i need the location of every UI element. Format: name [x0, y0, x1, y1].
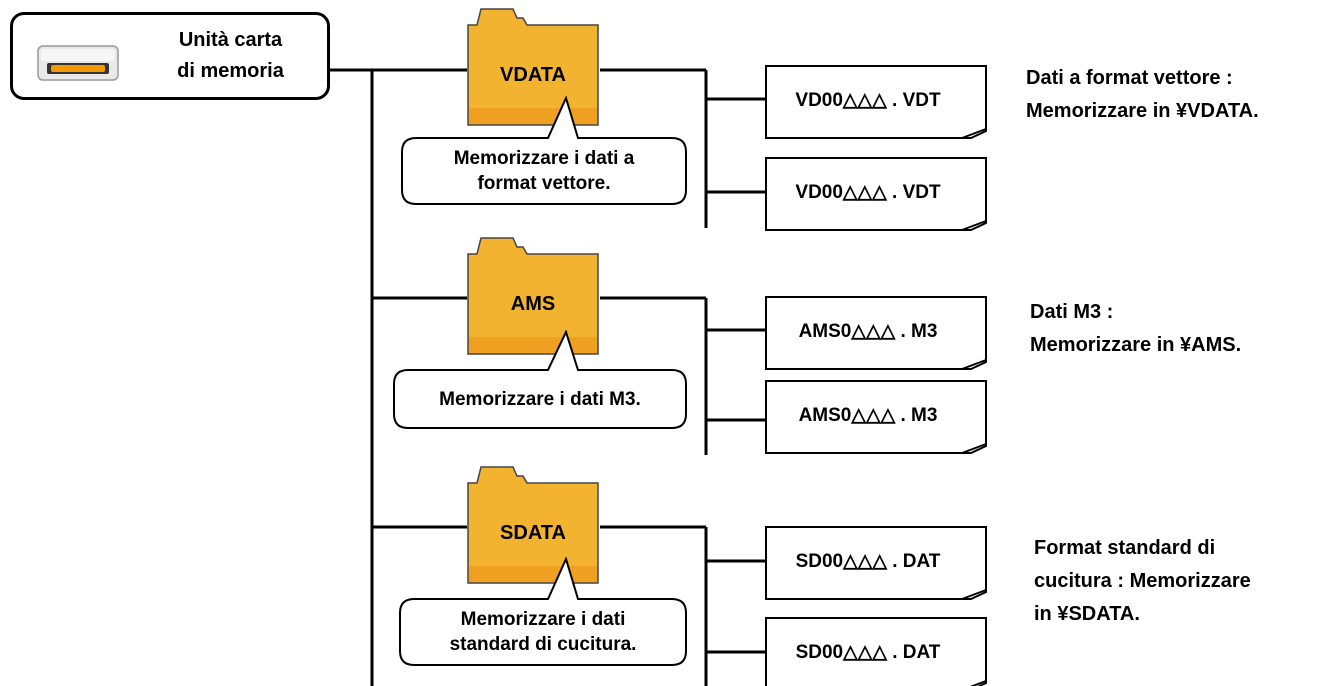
callout-line2: standard di cucitura. [449, 634, 637, 655]
file-sdata-2: SD00△△△ . DAT [765, 617, 987, 686]
description-line1: Dati M3 : [1030, 301, 1114, 323]
description-ams: Dati M3 : Memorizzare in ¥AMS. [1030, 296, 1241, 362]
callout-ams: Memorizzare i dati M3. [392, 330, 688, 430]
file-document-icon [765, 380, 987, 454]
memory-card-drive-icon [37, 45, 119, 81]
folder-name: AMS [510, 293, 556, 315]
root-label: Unità carta di memoria [133, 25, 328, 87]
file-name: SD00△△△ . DAT [795, 551, 941, 572]
file-ams-2: AMS0△△△ . M3 [765, 380, 987, 454]
file-document-icon [765, 296, 987, 370]
description-line1: Format standard di [1034, 537, 1216, 559]
file-vdata-2: VD00△△△ . VDT [765, 157, 987, 231]
folder-name: SDATA [500, 522, 566, 544]
folder-name: VDATA [500, 64, 566, 86]
file-name: SD00△△△ . DAT [795, 642, 941, 663]
callout-line2: format vettore. [477, 173, 611, 194]
description-line2: cucitura : Memorizzare [1034, 570, 1251, 592]
callout-text: Memorizzare i dati standard di cucitura. [398, 607, 688, 657]
file-name: VD00△△△ . VDT [795, 182, 941, 203]
description-line2: Memorizzare in ¥VDATA. [1026, 100, 1259, 122]
file-document-icon [765, 526, 987, 600]
callout-vdata: Memorizzare i dati a format vettore. [400, 96, 688, 206]
description-line2: Memorizzare in ¥AMS. [1030, 334, 1242, 356]
callout-sdata: Memorizzare i dati standard di cucitura. [398, 557, 688, 667]
file-vdata-1: VD00△△△ . VDT [765, 65, 987, 139]
description-line1: Dati a format vettore : [1026, 67, 1233, 89]
description-vdata: Dati a format vettore : Memorizzare in ¥… [1026, 62, 1259, 128]
file-document-icon [765, 65, 987, 139]
file-sdata-1: SD00△△△ . DAT [765, 526, 987, 600]
file-ams-1: AMS0△△△ . M3 [765, 296, 987, 370]
callout-bubble [393, 330, 687, 429]
callout-bubble [399, 557, 687, 666]
callout-bubble [401, 96, 687, 205]
file-name: VD00△△△ . VDT [795, 90, 941, 111]
memory-card-drive-box: Unità carta di memoria [10, 12, 330, 100]
description-sdata: Format standard di cucitura : Memorizzar… [1034, 532, 1251, 631]
root-label-line1: Unità carta [178, 29, 283, 51]
callout-line1: Memorizzare i dati M3. [439, 389, 641, 410]
root-label-line2: di memoria [177, 60, 284, 82]
file-name: AMS0△△△ . M3 [798, 405, 938, 426]
callout-text: Memorizzare i dati a format vettore. [400, 146, 688, 196]
callout-line1: Memorizzare i dati a [453, 148, 635, 169]
folder-vdata: VDATA [467, 8, 599, 126]
description-line3: in ¥SDATA. [1034, 603, 1140, 625]
callout-text: Memorizzare i dati M3. [392, 387, 688, 412]
callout-line1: Memorizzare i dati [460, 609, 626, 630]
file-name: AMS0△△△ . M3 [798, 321, 938, 342]
file-document-icon [765, 157, 987, 231]
